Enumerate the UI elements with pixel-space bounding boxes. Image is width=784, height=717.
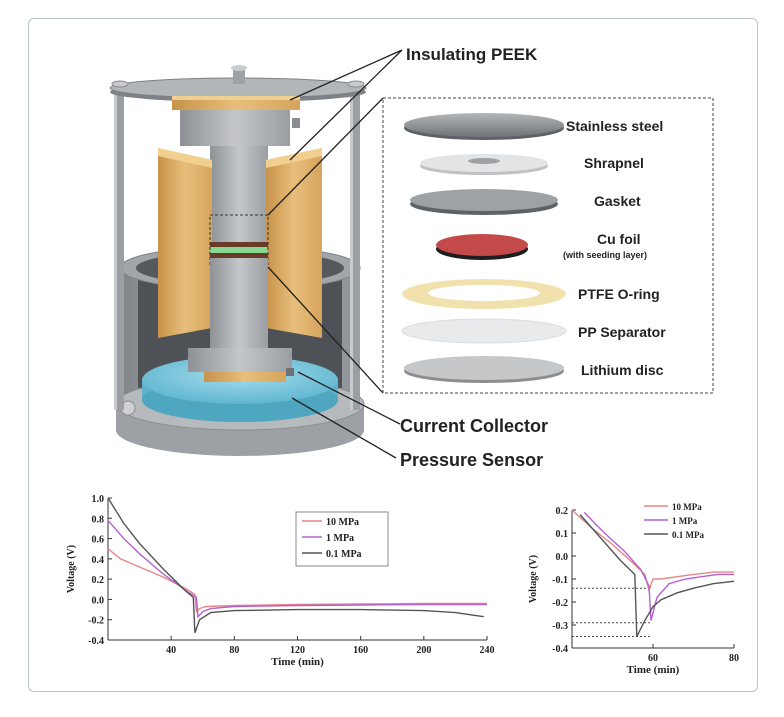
layer-ptfe-o-ring (402, 279, 566, 309)
chart2-series-line-1 (583, 511, 734, 621)
chart1-legend-label-1: 1 MPa (326, 533, 354, 544)
label-ptfe-o-ring: PTFE O-ring (578, 286, 660, 302)
chart2-y-tick-label: 0.0 (556, 552, 569, 563)
chart2-x-tick-label: 80 (729, 653, 739, 664)
chart1-y-tick-label: 0.0 (92, 595, 105, 606)
chart2-y-tick-label: 0.2 (556, 506, 569, 517)
chart1-x-tick-label: 160 (353, 645, 368, 656)
label-pressure-sensor: Pressure Sensor (400, 450, 543, 470)
label-stainless-steel: Stainless steel (566, 118, 663, 134)
peek-top-cap (172, 96, 300, 110)
chart2-x-tick-label: 60 (648, 653, 658, 664)
layer-cu-foil (436, 234, 528, 260)
chart1-x-tick-label: 200 (416, 645, 431, 656)
chart2-y-tick-label: -0.4 (552, 644, 568, 655)
peek-sleeve-right (266, 148, 322, 338)
cell-stack-center (209, 214, 269, 268)
chart1-legend-label-2: 0.1 MPa (326, 549, 362, 560)
chart2-y-tick-label: 0.1 (556, 529, 569, 540)
chart2-y-axis-label: Voltage (V) (528, 555, 539, 603)
chart1-x-tick-label: 240 (480, 645, 495, 656)
chart1-x-tick-label: 120 (290, 645, 305, 656)
callout-lines (267, 49, 403, 459)
chart1-x-axis-label: Time (min) (271, 656, 324, 668)
chart2-legend-label-0: 10 MPa (672, 502, 702, 512)
layer-lithium-disc (404, 356, 564, 383)
lower-piston (188, 258, 294, 382)
chart1-y-tick-label: 1.0 (92, 494, 105, 505)
chart1-y-tick-label: 0.2 (92, 575, 105, 586)
chart2-legend-label-2: 0.1 MPa (672, 530, 704, 540)
chart1-y-tick-label: -0.4 (88, 636, 104, 647)
label-pp-separator: PP Separator (578, 324, 666, 340)
chart1-series-line-2 (107, 497, 484, 634)
label-gasket: Gasket (594, 193, 641, 209)
chart2-series-line-0 (571, 509, 734, 593)
label-seeding-layer: (with seeding layer) (563, 250, 647, 260)
chart2-y-tick-label: -0.2 (552, 598, 568, 609)
chart2-series-line-2 (579, 514, 735, 637)
layer-pp-separator (401, 318, 567, 344)
chart1-x-tick-label: 80 (229, 645, 239, 656)
layer-shrapnel (420, 154, 548, 175)
chart1-y-tick-label: -0.2 (88, 616, 104, 627)
exploded-stack-box (382, 97, 714, 394)
chart1-y-tick-label: 0.4 (92, 555, 105, 566)
chart1-y-axis-label: Voltage (V) (66, 545, 77, 593)
chart1-x-tick-label: 40 (166, 645, 176, 656)
upper-piston (180, 110, 300, 242)
layer-gasket (410, 189, 558, 215)
tie-rods (114, 88, 360, 410)
label-shrapnel: Shrapnel (584, 155, 644, 171)
label-insulating-peek: Insulating PEEK (406, 45, 538, 64)
chart2-legend-label-1: 1 MPa (672, 516, 698, 526)
voltage-chart-full: 1.0 0.8 0.6 0.4 0.2 0.0 -0.2 -0.4 40 80 120 160 200 2… (66, 494, 495, 668)
label-current-collector: Current Collector (400, 416, 548, 436)
chart2-y-tick-label: -0.1 (552, 575, 568, 586)
peek-sleeve-left (158, 148, 212, 338)
layer-stainless-steel (404, 113, 564, 140)
chart1-y-tick-label: 0.6 (92, 535, 105, 546)
label-lithium-disc: Lithium disc (581, 362, 664, 378)
chart2-y-tick-label: -0.3 (552, 621, 568, 632)
label-cu-foil: Cu foil (597, 231, 641, 247)
chart1-legend-label-0: 10 MPa (326, 517, 359, 528)
chart1-y-tick-label: 0.8 (92, 514, 105, 525)
chart2-x-axis-label: Time (min) (627, 664, 680, 676)
chart1-series-line-1 (107, 519, 487, 619)
